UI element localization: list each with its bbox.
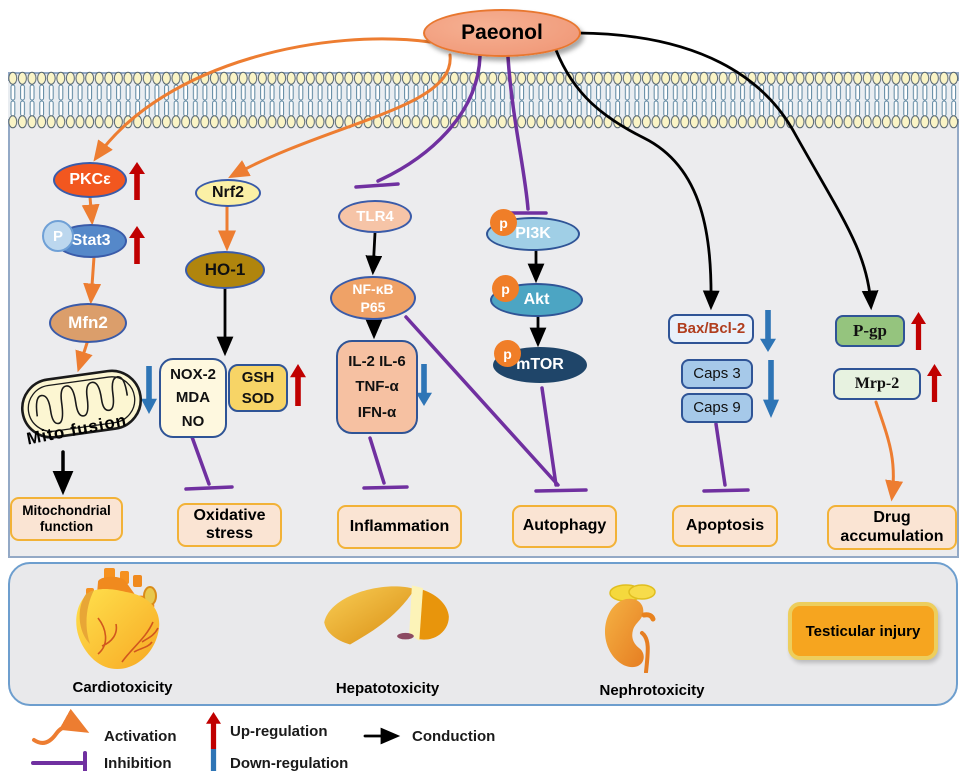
legend-activation-label: Activation (104, 728, 177, 745)
cytokines-box: IL-2 IL-6 TNF-α IFN-α (336, 340, 418, 434)
nephrotoxicity-label: Nephrotoxicity (599, 682, 705, 699)
legend-down-regulation-label: Down-regulation (230, 755, 349, 771)
mitochondria-icon (21, 369, 143, 439)
akt-phospho-circle: p (492, 275, 519, 302)
cell-interior-panel (8, 72, 959, 558)
mfn2-node: Mfn2 (49, 303, 127, 343)
gsh-sod-box: GSH SOD (228, 364, 288, 412)
pgp-box: P-gp (835, 315, 905, 347)
pkce-node: PKCε (53, 162, 127, 198)
nfkb-p65-node: NF-κB P65 (330, 276, 416, 320)
legend-up-regulation-label: Up-regulation (230, 723, 328, 740)
nox-mda-no-box: NOX-2 MDA NO (159, 358, 227, 438)
ho1-node: HO-1 (185, 251, 265, 289)
caps3-box: Caps 3 (681, 359, 753, 389)
heart-icon (76, 568, 160, 670)
phospho-p-circle: P (42, 220, 74, 252)
bax-bcl2-box: Bax/Bcl-2 (668, 314, 754, 344)
oxidative-stress-box: Oxidative stress (177, 503, 282, 547)
testicular-injury-badge: Testicular injury (788, 602, 938, 660)
kidney-icon (604, 584, 656, 673)
mrp2-box: Mrp-2 (833, 368, 921, 400)
nrf2-node: Nrf2 (195, 179, 261, 207)
mtor-phospho-circle: p (494, 340, 521, 367)
liver-icon (324, 585, 449, 645)
caps9-box: Caps 9 (681, 393, 753, 423)
apoptosis-box: Apoptosis (672, 505, 778, 547)
pi3k-phospho-circle: p (490, 209, 517, 236)
legend-activation-icon (32, 708, 90, 745)
inflammation-box: Inflammation (337, 505, 462, 549)
hepatotoxicity-label: Hepatotoxicity (335, 680, 440, 697)
legend-inhibition-icon (31, 751, 87, 771)
tlr4-node: TLR4 (338, 200, 412, 233)
cell-membrane-icon (8, 71, 959, 129)
legend-inhibition-label: Inhibition (104, 755, 172, 771)
autophagy-box: Autophagy (512, 505, 617, 548)
legend-conduction-label: Conduction (412, 728, 496, 745)
paeonol-node: Paeonol (423, 9, 581, 57)
cardiotoxicity-label: Cardiotoxicity (72, 679, 173, 696)
mitochondrial-function-box: Mitochondrial function (10, 497, 123, 541)
drug-accumulation-box: Drug accumulation (827, 505, 957, 550)
